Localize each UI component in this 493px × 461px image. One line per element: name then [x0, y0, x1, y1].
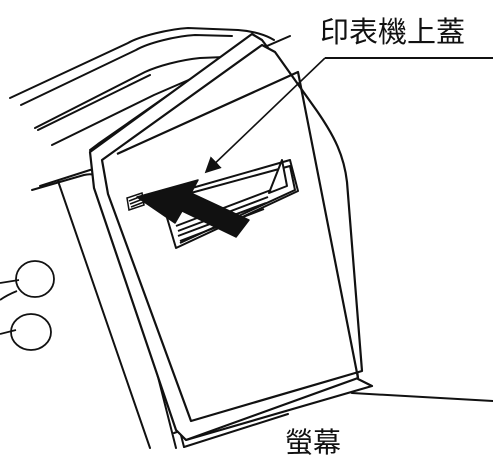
- screen-panel: [88, 32, 374, 442]
- upper-button-icon: [15, 260, 55, 298]
- screen-label: 螢幕: [285, 426, 341, 459]
- lower-button-icon: [10, 313, 52, 351]
- side-buttons: [0, 260, 55, 351]
- insert-arrow-icon: [136, 179, 250, 238]
- printer-cover-leader: [204, 57, 493, 174]
- printer-cover-label: 印表機上蓋: [320, 15, 465, 49]
